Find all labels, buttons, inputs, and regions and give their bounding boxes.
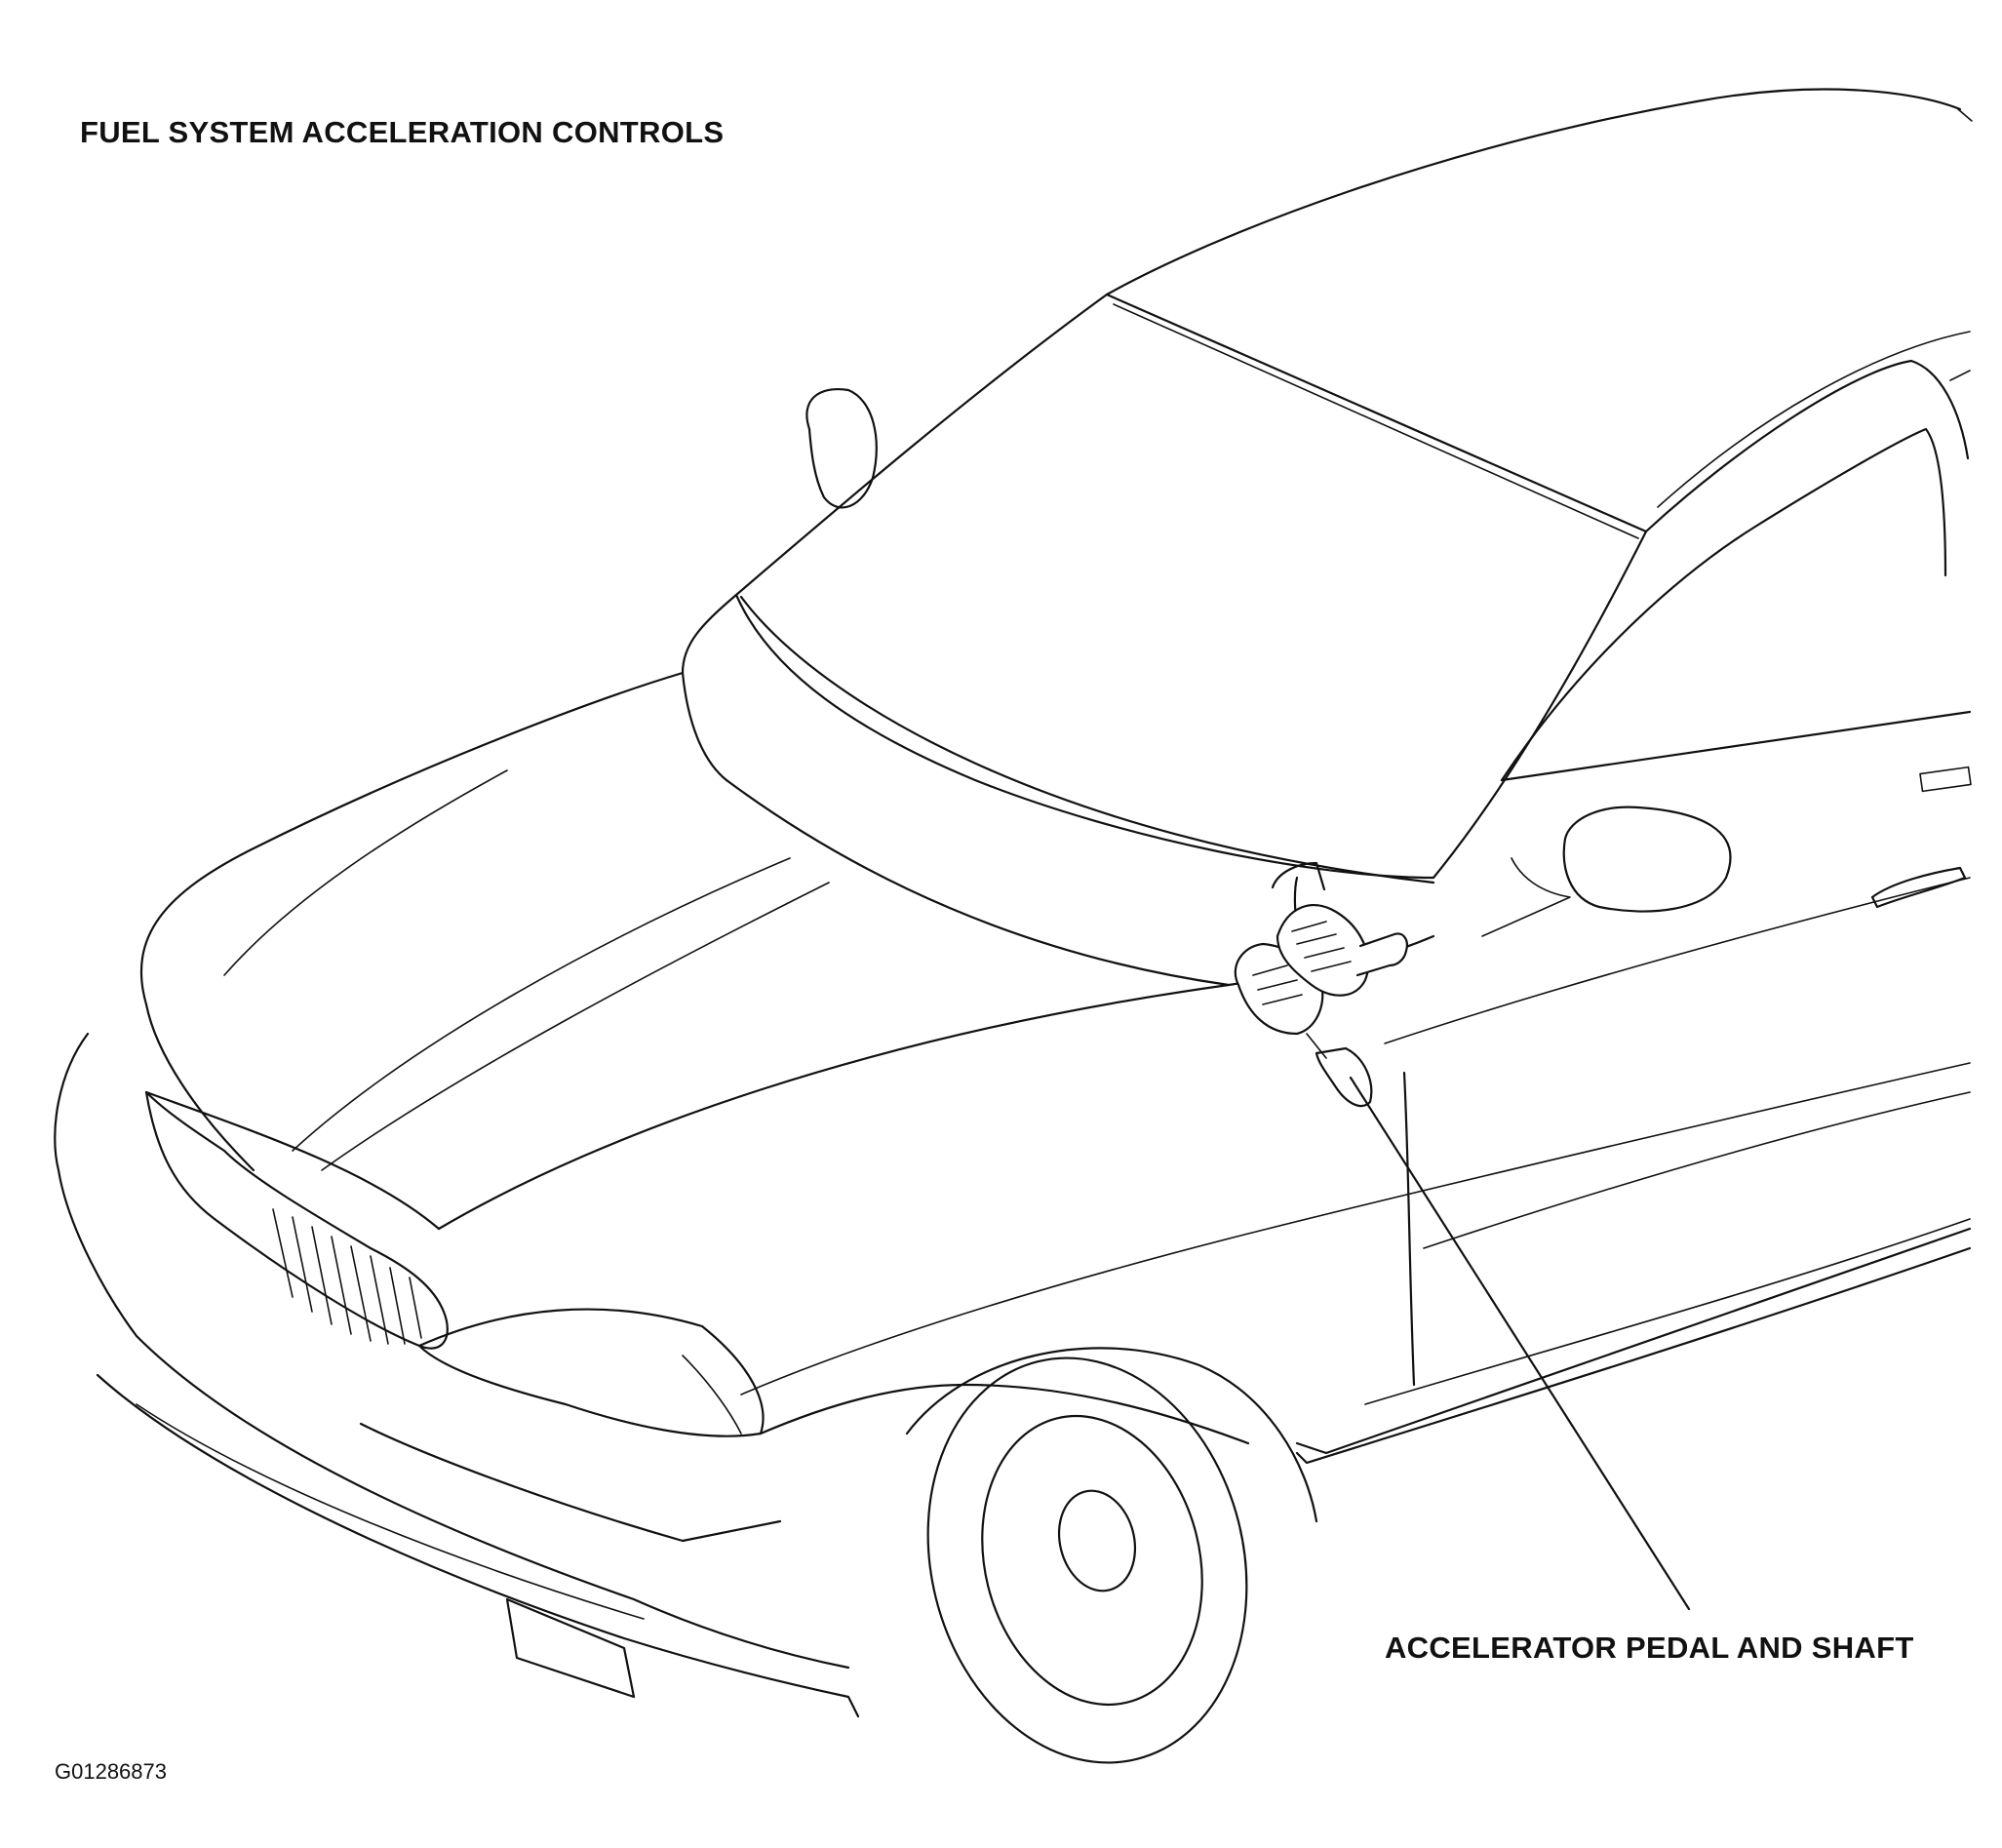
headlight-inner [682, 1355, 742, 1435]
fender-body-line [740, 1062, 1971, 1396]
windshield-outline [734, 293, 1648, 880]
windshield-lower-curve [739, 595, 1435, 885]
hood-rear-edge [725, 778, 1231, 987]
bumper-lower-edge [96, 1373, 860, 1718]
roof-mirror [805, 387, 878, 509]
front-bumper [54, 1032, 850, 1670]
pedal-link [1306, 1033, 1327, 1059]
side-mirror-base [1481, 857, 1571, 937]
diagram-title: FUEL SYSTEM ACCELERATION CONTROLS [80, 115, 725, 149]
connector-pins [1291, 921, 1352, 972]
bumper-crease [136, 1403, 645, 1620]
hood-crease-2 [321, 882, 830, 1171]
door-lower-line [1423, 1091, 1971, 1249]
headlight [417, 1308, 765, 1437]
turn-signal-strip [359, 1422, 782, 1543]
wheel-hub [1057, 1489, 1137, 1592]
front-rim [981, 1414, 1203, 1707]
fog-light [505, 1597, 636, 1699]
windshield-inner-line [1113, 303, 1639, 539]
window-sill [1500, 710, 1972, 782]
hood-front-edge [144, 1090, 441, 1231]
figure-id: G01286873 [55, 1759, 167, 1784]
callout-accelerator-pedal: ACCELERATOR PEDAL AND SHAFT [1385, 1631, 1914, 1665]
roof-side-rail [1657, 331, 1971, 508]
side-mirror [1562, 806, 1732, 913]
hood-crease-1 [292, 857, 791, 1152]
hood-outline [139, 671, 685, 1172]
front-fender [759, 1383, 1250, 1445]
door-body-line [1384, 877, 1971, 1044]
front-door-window [1644, 359, 1970, 533]
accelerator-pedal-assembly [1234, 861, 1408, 1108]
a-pillar [681, 293, 1109, 782]
b-pillar-top [1949, 370, 1971, 381]
rocker-panel [1295, 1227, 1972, 1455]
front-tire [926, 1357, 1248, 1764]
wheel-arch [905, 1347, 1318, 1523]
side-window-pane [1500, 427, 1947, 782]
hood-crease-3 [223, 769, 508, 976]
callout-leader-line [1349, 1076, 1691, 1611]
rocker-lower [1295, 1246, 1972, 1465]
accelerator-shaft [1355, 932, 1408, 977]
door-trim [1919, 766, 1972, 793]
roof-edge [1957, 108, 1973, 122]
grille-surround [144, 1090, 449, 1350]
door-handle [1870, 866, 1967, 909]
roof-outline [1105, 88, 1962, 296]
grille-bars [272, 1208, 422, 1345]
pedal-housing-detail [1252, 964, 1303, 1005]
front-door-seam [1402, 1071, 1416, 1387]
pedal-bracket-top [1271, 861, 1326, 891]
pedal-pad [1315, 1046, 1373, 1108]
connector-body [1276, 904, 1370, 997]
sill-line [1364, 1218, 1971, 1405]
